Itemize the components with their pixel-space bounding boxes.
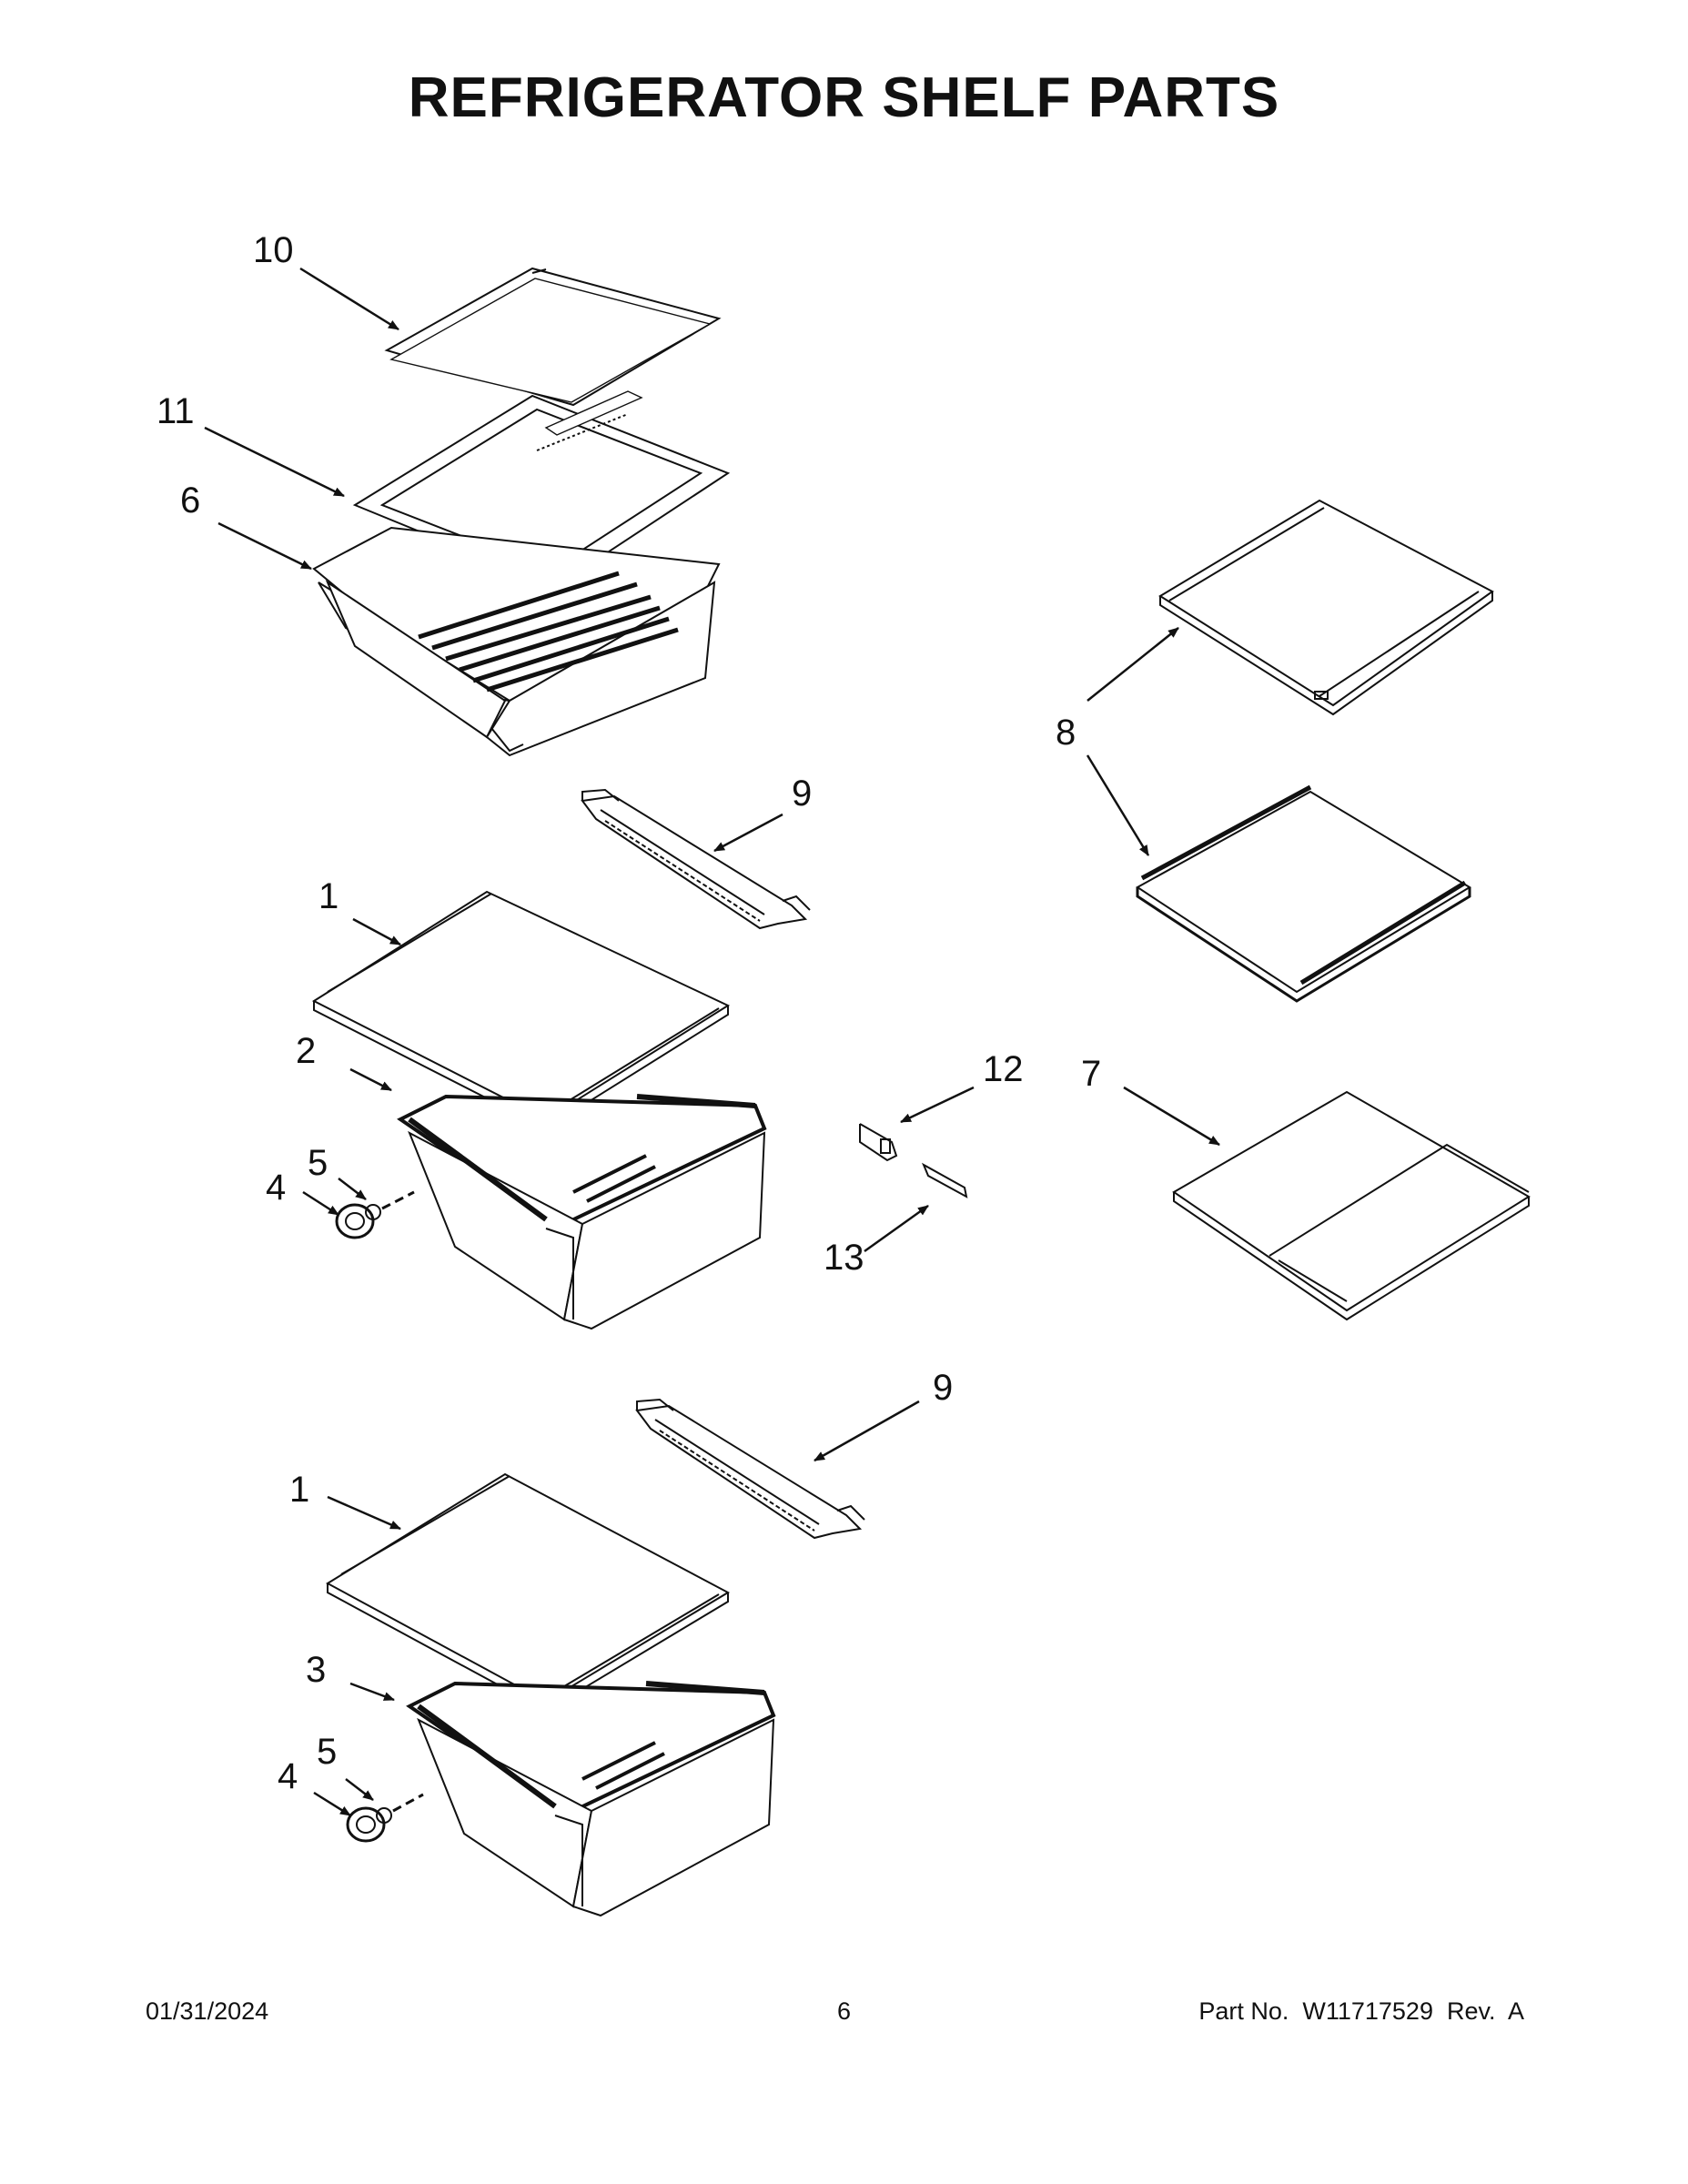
part-2-crisper-drawer [397, 1094, 767, 1330]
callout-6: 6 [180, 480, 201, 521]
part-10-glass-insert [384, 267, 722, 407]
callout-9-lower: 9 [933, 1368, 954, 1408]
part-8-glass-shelf-upper [1158, 499, 1494, 716]
part-1-crisper-cover-lower [326, 1472, 731, 1713]
callout-10: 10 [253, 230, 294, 270]
callout-3: 3 [306, 1650, 327, 1690]
footer-date: 01/31/2024 [146, 1997, 269, 2025]
part-12-clip [859, 1123, 898, 1162]
callout-4-lower: 4 [278, 1756, 298, 1796]
part-6-drawer [312, 526, 721, 757]
callout-12: 12 [983, 1049, 1024, 1089]
callout-7: 7 [1081, 1054, 1102, 1094]
callout-4-upper: 4 [266, 1168, 287, 1208]
part-3-crisper-drawer [406, 1681, 776, 1917]
part-9-rail-lower [635, 1398, 865, 1540]
part-9-rail-upper [581, 788, 811, 930]
callout-1-lower: 1 [289, 1470, 310, 1510]
part-13-clip [921, 1162, 968, 1198]
callout-11: 11 [157, 391, 195, 431]
part-8-glass-shelf-lower [1136, 784, 1471, 1003]
part-7-shelf [1172, 1090, 1531, 1321]
page-title: REFRIGERATOR SHELF PARTS [408, 66, 1280, 129]
callout-5-lower: 5 [317, 1732, 338, 1772]
leader-arrows [204, 267, 1220, 1817]
footer-part-number: Part No. W11717529 Rev. A [1198, 1997, 1524, 2025]
callout-2: 2 [296, 1031, 317, 1071]
part-4-5-humidity-knob-upper [335, 1190, 415, 1239]
callout-9-upper: 9 [792, 774, 813, 814]
callout-5-upper: 5 [308, 1143, 329, 1183]
callout-13: 13 [824, 1238, 864, 1278]
callout-1-upper: 1 [318, 876, 339, 916]
callout-8: 8 [1056, 713, 1076, 753]
part-1-crisper-cover-upper [311, 890, 731, 1130]
footer-page-number: 6 [836, 1997, 852, 2025]
part-4-5-humidity-knob-lower [346, 1793, 424, 1843]
